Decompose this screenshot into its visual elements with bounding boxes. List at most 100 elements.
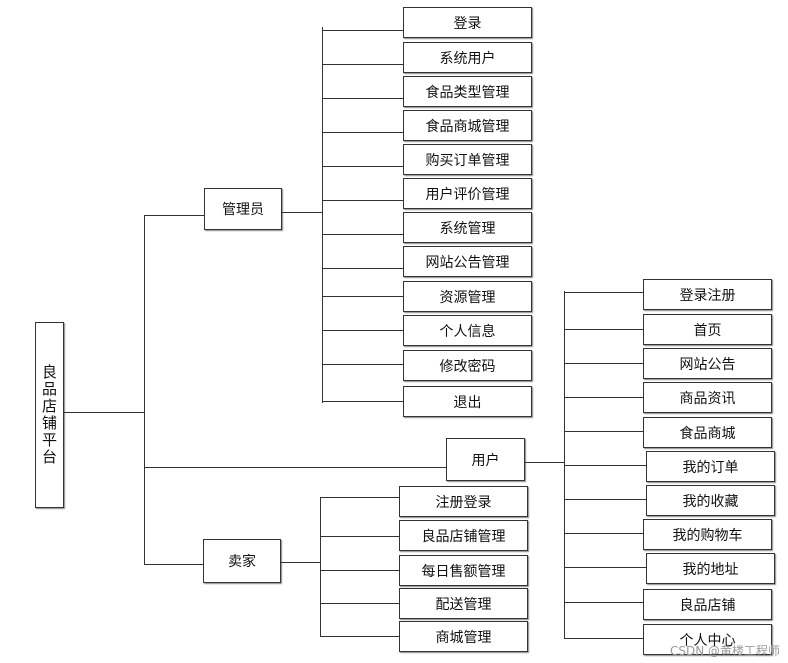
connector-line [322,234,403,235]
connector-line [144,467,446,468]
connector-line [320,536,399,537]
user-item-label: 我的地址 [682,561,739,578]
user-item: 我的收藏 [646,485,775,516]
admin-item-label: 网站公告管理 [425,254,510,271]
user-item: 登录注册 [643,279,772,310]
connector-line [564,292,643,293]
admin-item: 用户评价管理 [403,178,532,209]
admin-node: 管理员 [204,188,282,230]
seller-item: 良品店铺管理 [399,520,528,551]
seller-label: 卖家 [228,554,256,570]
user-item-label: 良品店铺 [679,597,736,614]
connector-line [564,499,646,500]
user-item-label: 个人中心 [679,632,736,649]
user-item: 商品资讯 [643,382,772,413]
user-item: 良品店铺 [643,589,772,620]
connector-line [564,329,643,330]
admin-item-label: 个人信息 [439,323,496,340]
admin-item-label: 资源管理 [439,289,496,306]
admin-item: 网站公告管理 [403,246,532,277]
connector-line [564,465,646,466]
admin-item-label: 食品类型管理 [425,84,510,101]
connector-line [322,200,403,201]
user-item-label: 我的订单 [682,459,739,476]
connector-line [320,636,399,637]
connector-line [282,212,323,213]
user-item: 我的地址 [646,553,775,584]
seller-item: 商城管理 [399,621,528,652]
connector-line [322,330,403,331]
connector-line [322,64,403,65]
user-item: 食品商城 [643,417,772,448]
admin-item: 修改密码 [403,350,532,381]
connector-line [564,397,643,398]
connector-line [322,98,403,99]
seller-item-label: 注册登录 [435,494,492,511]
connector-line [322,166,403,167]
connector-line [564,431,643,432]
connector-line [144,215,145,565]
connector-line [564,638,643,639]
user-item: 网站公告 [643,348,772,379]
connector-line [144,215,204,216]
seller-item-label: 良品店铺管理 [421,528,506,545]
connector-line [564,533,643,534]
user-item-label: 商品资讯 [679,390,736,407]
admin-item-label: 系统管理 [439,220,496,237]
user-item-label: 网站公告 [679,356,736,373]
connector-line [322,27,323,403]
admin-item-label: 系统用户 [439,50,496,67]
connector-line [144,564,203,565]
seller-item: 注册登录 [399,486,528,517]
admin-item: 登录 [403,7,532,38]
seller-node: 卖家 [203,539,281,583]
admin-item-label: 修改密码 [439,358,496,375]
user-item-label: 首页 [693,322,722,339]
admin-item: 个人信息 [403,315,532,346]
connector-line [322,268,403,269]
connector-line [564,567,646,568]
admin-item: 系统管理 [403,212,532,243]
watermark: CSDN @黄楼工程师 [669,644,780,658]
admin-item-label: 登录 [453,15,482,32]
seller-item-label: 每日售额管理 [421,563,506,580]
connector-line [320,497,321,637]
user-item: 我的订单 [646,451,775,482]
user-item: 首页 [643,314,772,345]
root-label: 良品店铺平台 [40,364,58,466]
connector-line [320,570,399,571]
user-item: 我的购物车 [643,519,772,550]
seller-item: 配送管理 [399,588,528,619]
connector-line [320,603,399,604]
connector-line [320,497,399,498]
connector-line [525,462,565,463]
seller-item-label: 商城管理 [435,629,492,646]
root-node: 良品店铺平台 [35,322,64,508]
admin-item-label: 退出 [453,394,482,411]
admin-item-label: 食品商城管理 [425,118,510,135]
user-item-label: 我的购物车 [672,527,743,544]
seller-item: 每日售额管理 [399,555,528,586]
user-item-label: 我的收藏 [682,493,739,510]
connector-line [322,30,403,31]
admin-item: 退出 [403,386,532,417]
connector-line [322,401,403,402]
admin-item-label: 购买订单管理 [425,152,510,169]
admin-item: 食品商城管理 [403,110,532,141]
connector-line [322,364,403,365]
user-node: 用户 [446,438,525,481]
connector-line [322,132,403,133]
user-label: 用户 [471,452,500,469]
seller-item-label: 配送管理 [435,596,492,613]
connector-line [322,296,403,297]
connector-line [281,562,321,563]
admin-item: 购买订单管理 [403,144,532,175]
connector-line [564,363,643,364]
user-item-label: 登录注册 [679,287,736,304]
connector-line [564,602,643,603]
admin-item: 食品类型管理 [403,76,532,107]
user-item-label: 食品商城 [679,425,736,442]
admin-label: 管理员 [222,202,264,218]
admin-item: 系统用户 [403,42,532,73]
admin-item: 资源管理 [403,281,532,312]
